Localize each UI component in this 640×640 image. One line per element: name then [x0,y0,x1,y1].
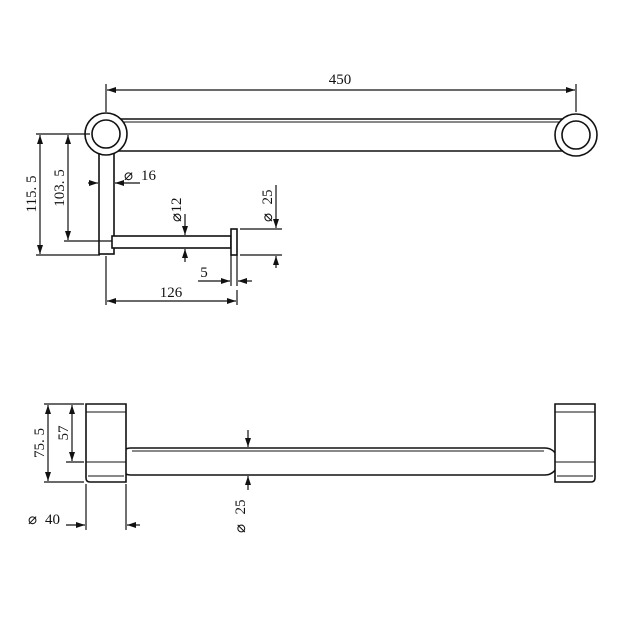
dim-length-text: 450 [329,72,352,88]
dim-projection-text: 126 [160,285,183,301]
left-end-ring [84,112,128,156]
front-bar [117,447,559,476]
dim-height-75-5: 75. 5 [32,403,84,483]
dim-projection-126: 126 [105,256,238,305]
left-mount [85,403,127,483]
dim-bar-diameter-text: 25 [233,500,249,515]
dim-height-103-text: 103. 5 [52,169,68,207]
dim-cap-thickness: 5 [198,255,252,286]
dim-pin-diameter: ⌀ 12 [169,198,188,262]
pin-rod [111,235,232,249]
dim-base-diameter: ⌀ 40 [28,484,140,530]
pin-end-cap [230,228,238,256]
right-end-ring [554,113,598,157]
diameter-symbol: ⌀ [124,168,133,184]
dim-length-450: 450 [105,72,577,112]
dim-cap-diameter-text: 25 [260,190,276,205]
dim-height-57-text: 57 [56,425,72,441]
dim-height-57: 57 [56,405,84,463]
top-view: 450 115. 5 103. 5 ⌀ 16 ⌀ 12 [24,72,598,305]
front-view: 75. 5 57 ⌀ 40 ⌀ 25 [28,403,596,533]
dim-height-115-text: 115. 5 [24,176,40,213]
diameter-symbol: ⌀ [233,524,249,533]
dim-post-diameter: ⌀ 16 [88,168,157,186]
top-bar-outline [106,118,576,152]
diameter-symbol: ⌀ [169,213,185,222]
dim-cap-diameter: ⌀ 25 [240,185,282,268]
right-mount [554,403,596,483]
dim-cap-thickness-text: 5 [200,265,208,281]
dim-height-75-text: 75. 5 [32,428,48,458]
dim-base-diameter-text: 40 [45,512,60,528]
diameter-symbol: ⌀ [260,213,276,222]
dim-pin-diameter-text: 12 [169,198,185,213]
diameter-symbol: ⌀ [28,512,37,528]
dim-height-115-5: 115. 5 [24,133,100,256]
dim-bar-diameter: ⌀ 25 [233,430,251,533]
dim-height-103-5: 103. 5 [52,135,112,242]
dim-post-diameter-text: 16 [141,168,157,184]
